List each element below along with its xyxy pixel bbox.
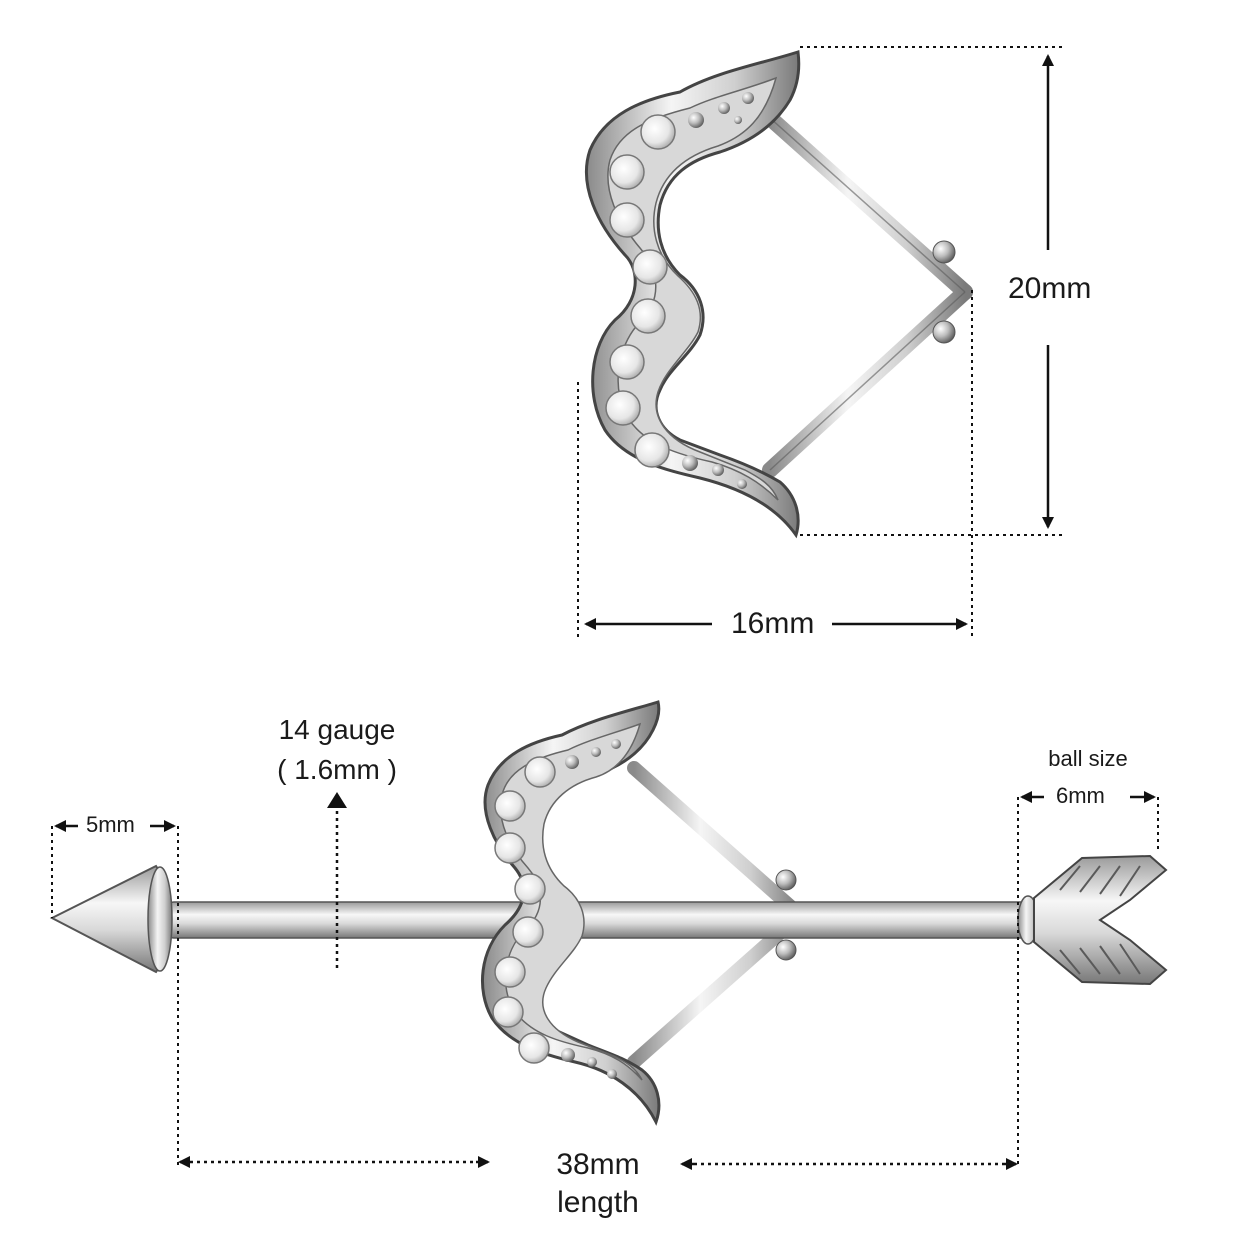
bow-and-arrow-barbell-icon bbox=[49, 700, 1168, 1126]
gauge-label: 14 gauge bbox=[278, 714, 396, 745]
gem-row-top bbox=[605, 114, 676, 468]
ball-size-mm-label: 6mm bbox=[1056, 783, 1105, 808]
bead-row-bottom bbox=[561, 739, 621, 1079]
bead-row-top bbox=[682, 92, 754, 489]
length-word-label: length bbox=[557, 1186, 639, 1219]
height-label: 20mm bbox=[1008, 272, 1092, 305]
bow-shield-icon bbox=[585, 50, 973, 539]
length-label: 38mm bbox=[556, 1148, 640, 1181]
gauge-pointer bbox=[327, 792, 347, 968]
width-label: 16mm bbox=[731, 607, 815, 640]
width-dimension bbox=[577, 290, 973, 638]
length-dimension bbox=[178, 1156, 1018, 1170]
ball-size-dimension bbox=[1017, 791, 1159, 1166]
spike-dimension bbox=[51, 820, 179, 1166]
ball-size-label: ball size bbox=[1048, 746, 1128, 771]
gem-row-bottom bbox=[492, 756, 556, 1064]
height-dimension bbox=[800, 46, 1066, 536]
gauge-mm-label: ( 1.6mm ) bbox=[277, 754, 397, 785]
spike-end bbox=[49, 864, 173, 974]
arrow-fletching-end bbox=[1017, 854, 1168, 986]
spike-size-label: 5mm bbox=[86, 812, 135, 837]
